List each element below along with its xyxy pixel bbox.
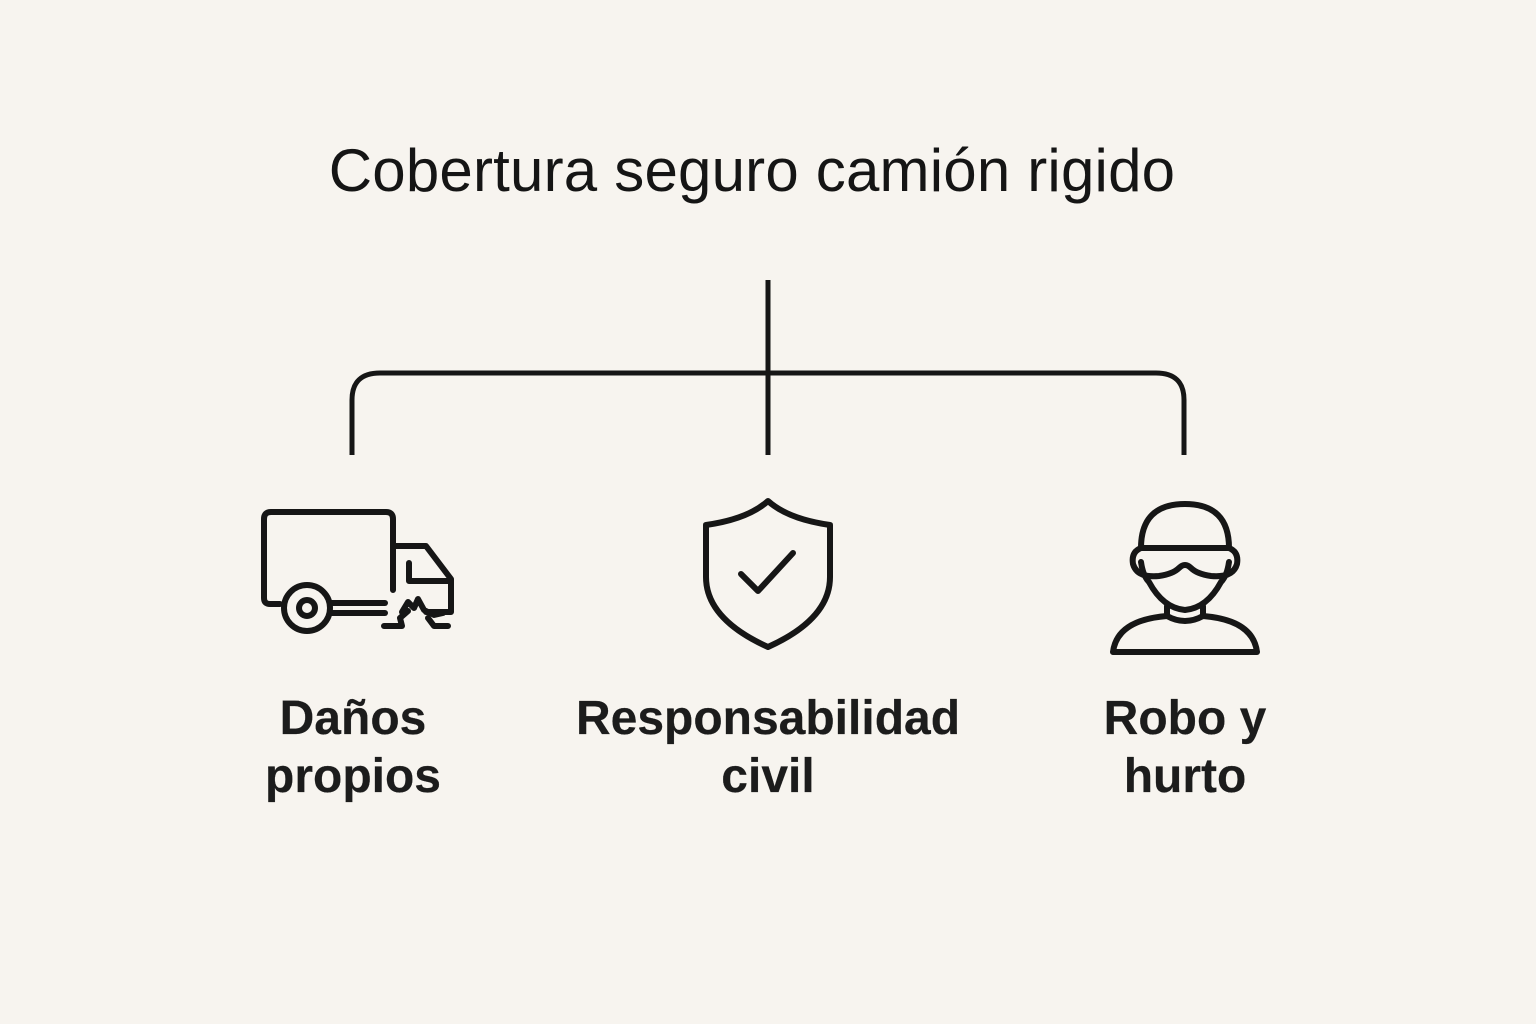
shield-check-icon bbox=[698, 495, 838, 655]
branch-label-line: propios bbox=[265, 750, 441, 803]
branch-responsabilidad-civil: Responsabilidad civil bbox=[558, 0, 978, 1024]
branch-label-line: Responsabilidad bbox=[575, 692, 961, 745]
branch-label: Robo y hurto bbox=[975, 690, 1395, 806]
truck-damage-icon bbox=[250, 505, 456, 637]
branch-label-line: Robo y bbox=[1103, 692, 1267, 745]
branch-label-line: hurto bbox=[1123, 750, 1247, 803]
branch-danos-propios: Daños propios bbox=[143, 0, 563, 1024]
branch-robo-y-hurto: Robo y hurto bbox=[975, 0, 1395, 1024]
branch-label: Daños propios bbox=[143, 690, 563, 806]
thief-icon bbox=[1107, 498, 1263, 660]
branch-label-line: Daños bbox=[279, 692, 427, 745]
diagram-title: Cobertura seguro camión rigido bbox=[328, 137, 1176, 204]
branch-label: Responsabilidad civil bbox=[558, 690, 978, 806]
branch-label-line: civil bbox=[721, 750, 815, 803]
